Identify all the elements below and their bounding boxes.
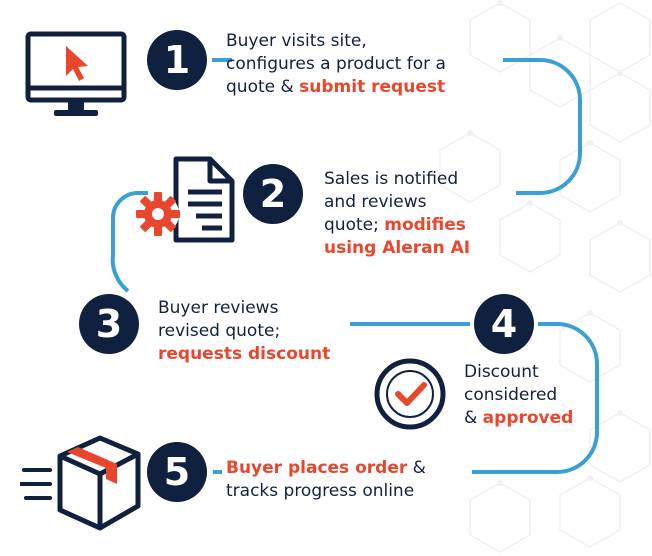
- step-1-line-3: quote & submit request: [226, 77, 446, 97]
- step-3-badge: 3: [79, 294, 139, 354]
- step-2-highlight: modifies: [384, 215, 466, 235]
- step-3-line-2: revised quote;: [158, 321, 281, 341]
- step-4-highlight: approved: [482, 408, 574, 428]
- step-2-badge: 2: [243, 164, 303, 224]
- delivery-box-icon: [20, 435, 141, 531]
- step-5-line-2: tracks progress online: [226, 481, 415, 501]
- step-1-badge: 1: [147, 30, 207, 90]
- step-3-line-1: Buyer reviews: [158, 298, 279, 318]
- step-4-line-1: Discount: [464, 362, 539, 382]
- connector-segment-1-2: [503, 58, 582, 195]
- step-5-number: 5: [163, 450, 191, 494]
- step-2-line-2: and reviews: [324, 192, 427, 212]
- step-4-badge: 4: [474, 294, 534, 354]
- step-5-highlight: Buyer places order: [226, 458, 408, 478]
- step-2-number: 2: [259, 172, 287, 216]
- computer-cursor-icon: [25, 31, 127, 116]
- step-5-badge: 5: [147, 442, 207, 502]
- step-4-number: 4: [490, 302, 518, 346]
- step-3-number: 3: [95, 302, 123, 346]
- step-2-line-1: Sales is notified: [324, 169, 459, 189]
- step-4-text: Discount considered & approved: [464, 361, 573, 430]
- step-2-line-3: quote; modifies: [324, 215, 466, 235]
- step-4-line-3: & approved: [464, 408, 574, 428]
- step-2-highlight-line: using Aleran AI: [324, 238, 471, 258]
- step-1-line-2: configures a product for a: [226, 54, 446, 74]
- step-1-line-1: Buyer visits site,: [226, 31, 367, 51]
- check-badge-icon: [374, 358, 446, 430]
- step-1-number: 1: [163, 38, 191, 82]
- step-1-highlight: submit request: [299, 77, 446, 97]
- step-1-text: Buyer visits site, configures a product …: [226, 30, 446, 99]
- step-3-highlight: requests discount: [158, 344, 331, 364]
- connector-segment-3-5: [350, 322, 599, 474]
- step-4-line-2: considered: [464, 385, 558, 405]
- step-5-text: Buyer places order & tracks progress onl…: [226, 457, 426, 503]
- step-2-text: Sales is notified and reviews quote; mod…: [324, 168, 470, 260]
- step-5-line-1: Buyer places order &: [226, 458, 426, 478]
- document-gear-icon: [136, 156, 235, 243]
- connector-segment-2-3: [110, 191, 148, 293]
- step-3-text: Buyer reviews revised quote; requests di…: [158, 297, 330, 366]
